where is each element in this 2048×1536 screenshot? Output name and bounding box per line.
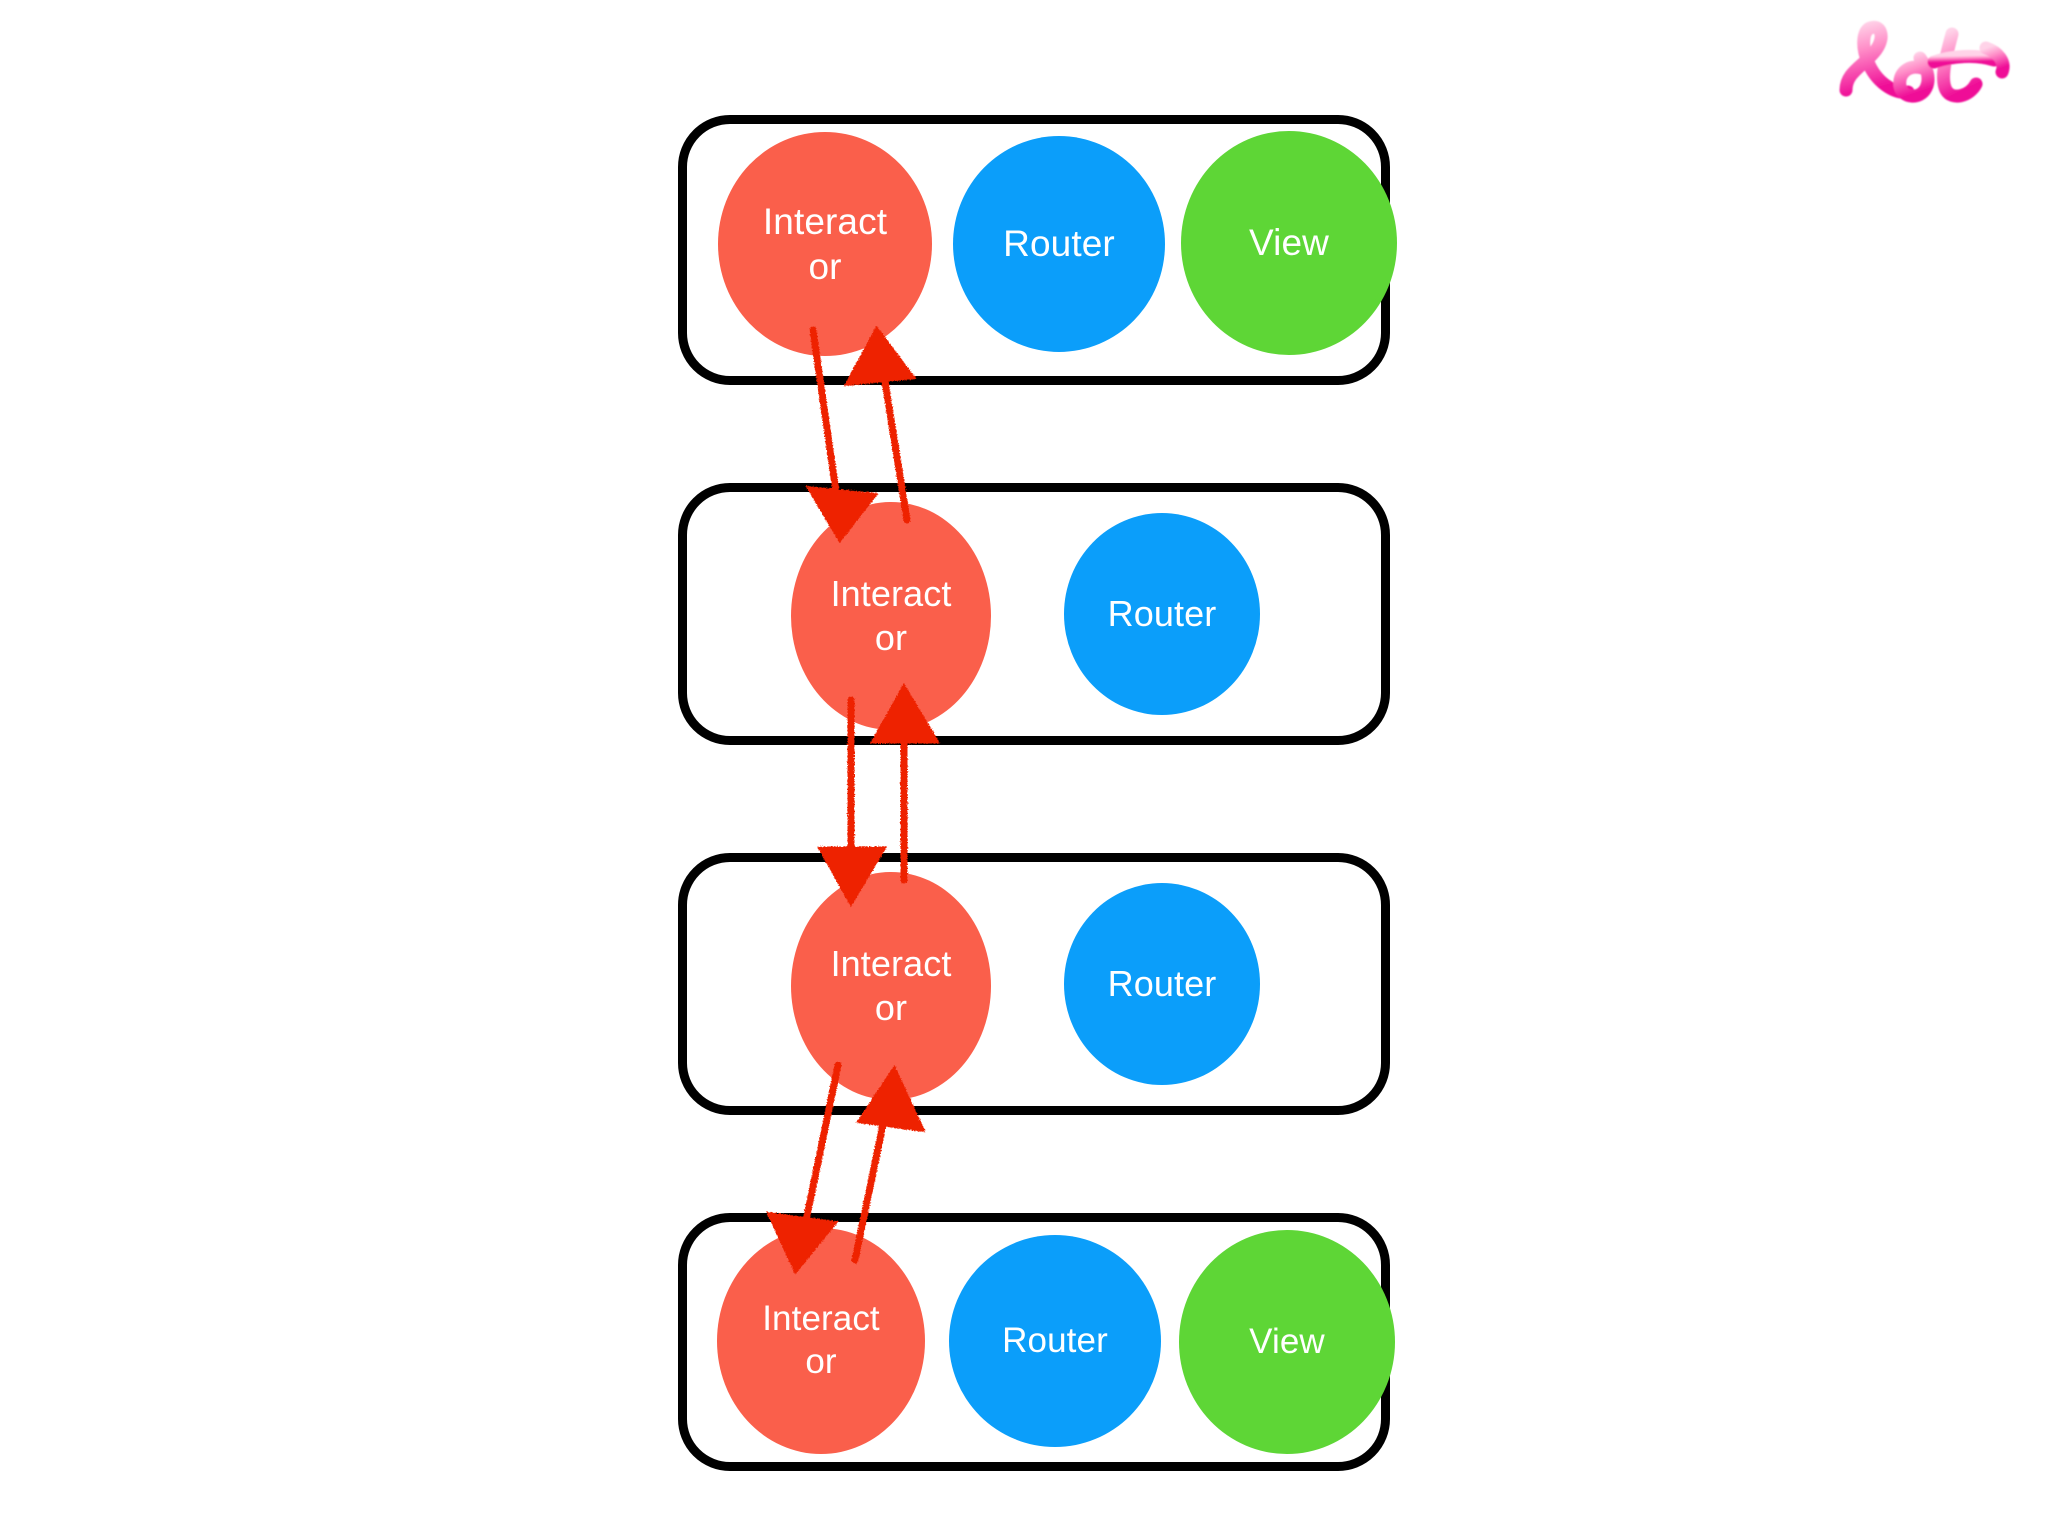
- node-router-layer-3[interactable]: Router: [1064, 883, 1260, 1085]
- node-router-layer-4[interactable]: Router: [949, 1235, 1161, 1447]
- node-view-layer-1[interactable]: View: [1181, 131, 1397, 355]
- node-label-router: Router: [1107, 593, 1217, 635]
- lot-script-logo-icon: [1836, 8, 2026, 113]
- node-label-router: Router: [1002, 1320, 1108, 1360]
- node-label-view: View: [1249, 222, 1329, 264]
- node-label-router: Router: [1107, 963, 1217, 1005]
- node-router-layer-1[interactable]: Router: [953, 136, 1165, 352]
- node-router-layer-2[interactable]: Router: [1064, 513, 1260, 715]
- node-label-router: Router: [1003, 223, 1115, 265]
- node-view-layer-4[interactable]: View: [1179, 1230, 1395, 1454]
- node-label-view: View: [1249, 1321, 1325, 1361]
